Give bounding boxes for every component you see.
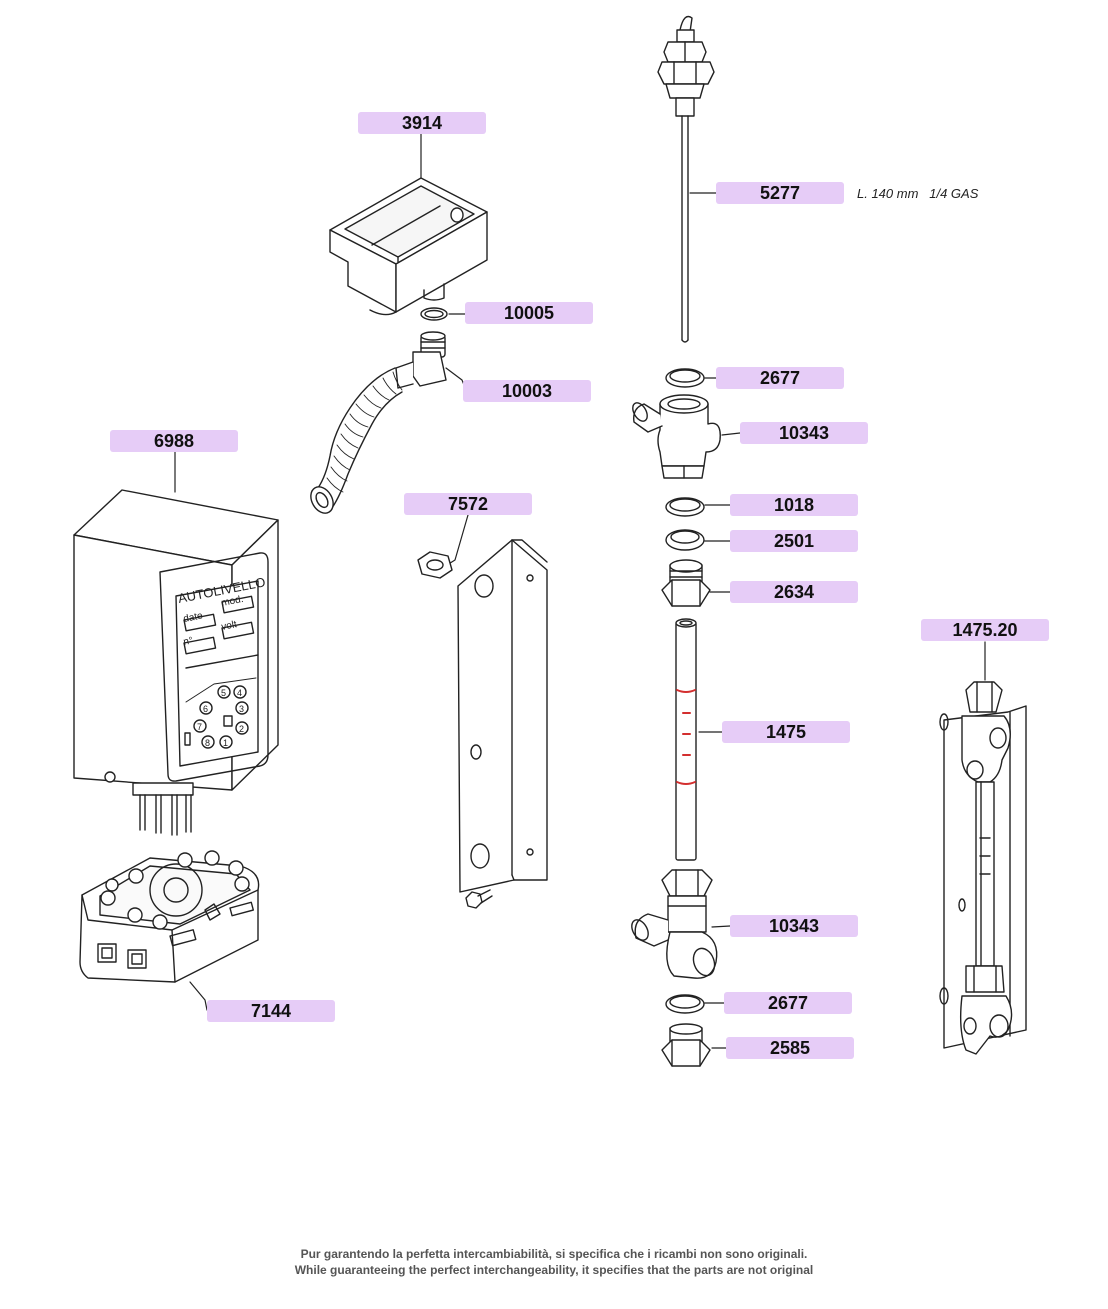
part-5277-spec-note: L. 140 mm 1/4 GAS (857, 186, 979, 201)
leader-7572 (446, 514, 469, 566)
leader-lines (174, 133, 986, 1049)
part-label-10003: 10003 (463, 380, 591, 402)
part-label-10005: 10005 (465, 302, 593, 324)
part-label-10343-bottom: 10343 (730, 915, 858, 937)
pin-1: 1 (219, 735, 233, 749)
relay-socket (79, 850, 260, 983)
elbow-hose-10003 (310, 331, 447, 514)
svg-text:5: 5 (221, 688, 226, 698)
svg-text:6: 6 (203, 704, 208, 714)
part-label-3914: 3914 (358, 112, 486, 134)
fitting-2634 (661, 559, 711, 607)
part-label-2677-bottom: 2677 (724, 992, 852, 1014)
leader-7144 (189, 981, 208, 1011)
pin-3: 3 (235, 701, 249, 715)
pin-6: 6 (199, 701, 213, 715)
gasket-2677-top (665, 368, 705, 388)
pin-2: 2 (235, 721, 249, 735)
gasket-2677-bottom (665, 994, 705, 1014)
o-ring-10005 (420, 307, 448, 321)
part-label-1475: 1475 (722, 721, 850, 743)
part-label-10343-top: 10343 (740, 422, 868, 444)
svg-text:2: 2 (239, 724, 244, 734)
part-label-2585: 2585 (726, 1037, 854, 1059)
bracket-nut (417, 551, 453, 579)
gasket-1018 (665, 497, 705, 517)
angle-bracket (417, 539, 548, 909)
svg-text:4: 4 (237, 688, 242, 698)
sight-glass-tube (675, 618, 697, 861)
part-label-2677-top: 2677 (716, 367, 844, 389)
disclaimer-english: While guaranteeing the perfect interchan… (294, 1263, 814, 1277)
part-label-1475-20: 1475.20 (921, 619, 1049, 641)
part-label-2501: 2501 (730, 530, 858, 552)
part-label-5277: 5277 (716, 182, 844, 204)
level-marks (676, 689, 696, 785)
valve-10343-bottom (631, 869, 718, 979)
part-label-1018: 1018 (730, 494, 858, 516)
part-label-6988: 6988 (110, 430, 238, 452)
leader-10343b (711, 925, 731, 928)
pin-7: 7 (193, 719, 207, 733)
controller-pins (132, 782, 194, 836)
svg-text:8: 8 (205, 738, 210, 748)
svg-text:7: 7 (197, 722, 202, 732)
pin-4: 4 (233, 685, 247, 699)
svg-text:1: 1 (223, 738, 228, 748)
funnel-box (329, 177, 488, 316)
controller-field-mod: mod. (220, 594, 244, 609)
valve-10343-top (632, 394, 721, 479)
controller-pin-diagram: 1 2 3 4 5 6 7 8 (184, 685, 249, 749)
bracket-screw (465, 889, 493, 909)
plug-2585 (661, 1023, 711, 1067)
level-gauge-assembly (939, 681, 1027, 1055)
electrode-probe (657, 15, 715, 343)
leader-10343a (721, 432, 741, 436)
part-label-2634: 2634 (730, 581, 858, 603)
level-controller: AUTOLIVELLO date mod. n° volt 1 2 3 4 5 … (73, 489, 279, 836)
disclaimer-italian: Pur garantendo la perfetta intercambiabi… (300, 1247, 808, 1261)
part-label-7572: 7572 (404, 493, 532, 515)
gasket-2501 (665, 529, 705, 551)
svg-text:3: 3 (239, 704, 244, 714)
socket-screws (100, 850, 250, 930)
pin-5: 5 (217, 685, 231, 699)
pin-8: 8 (201, 735, 215, 749)
part-label-7144: 7144 (207, 1000, 335, 1022)
